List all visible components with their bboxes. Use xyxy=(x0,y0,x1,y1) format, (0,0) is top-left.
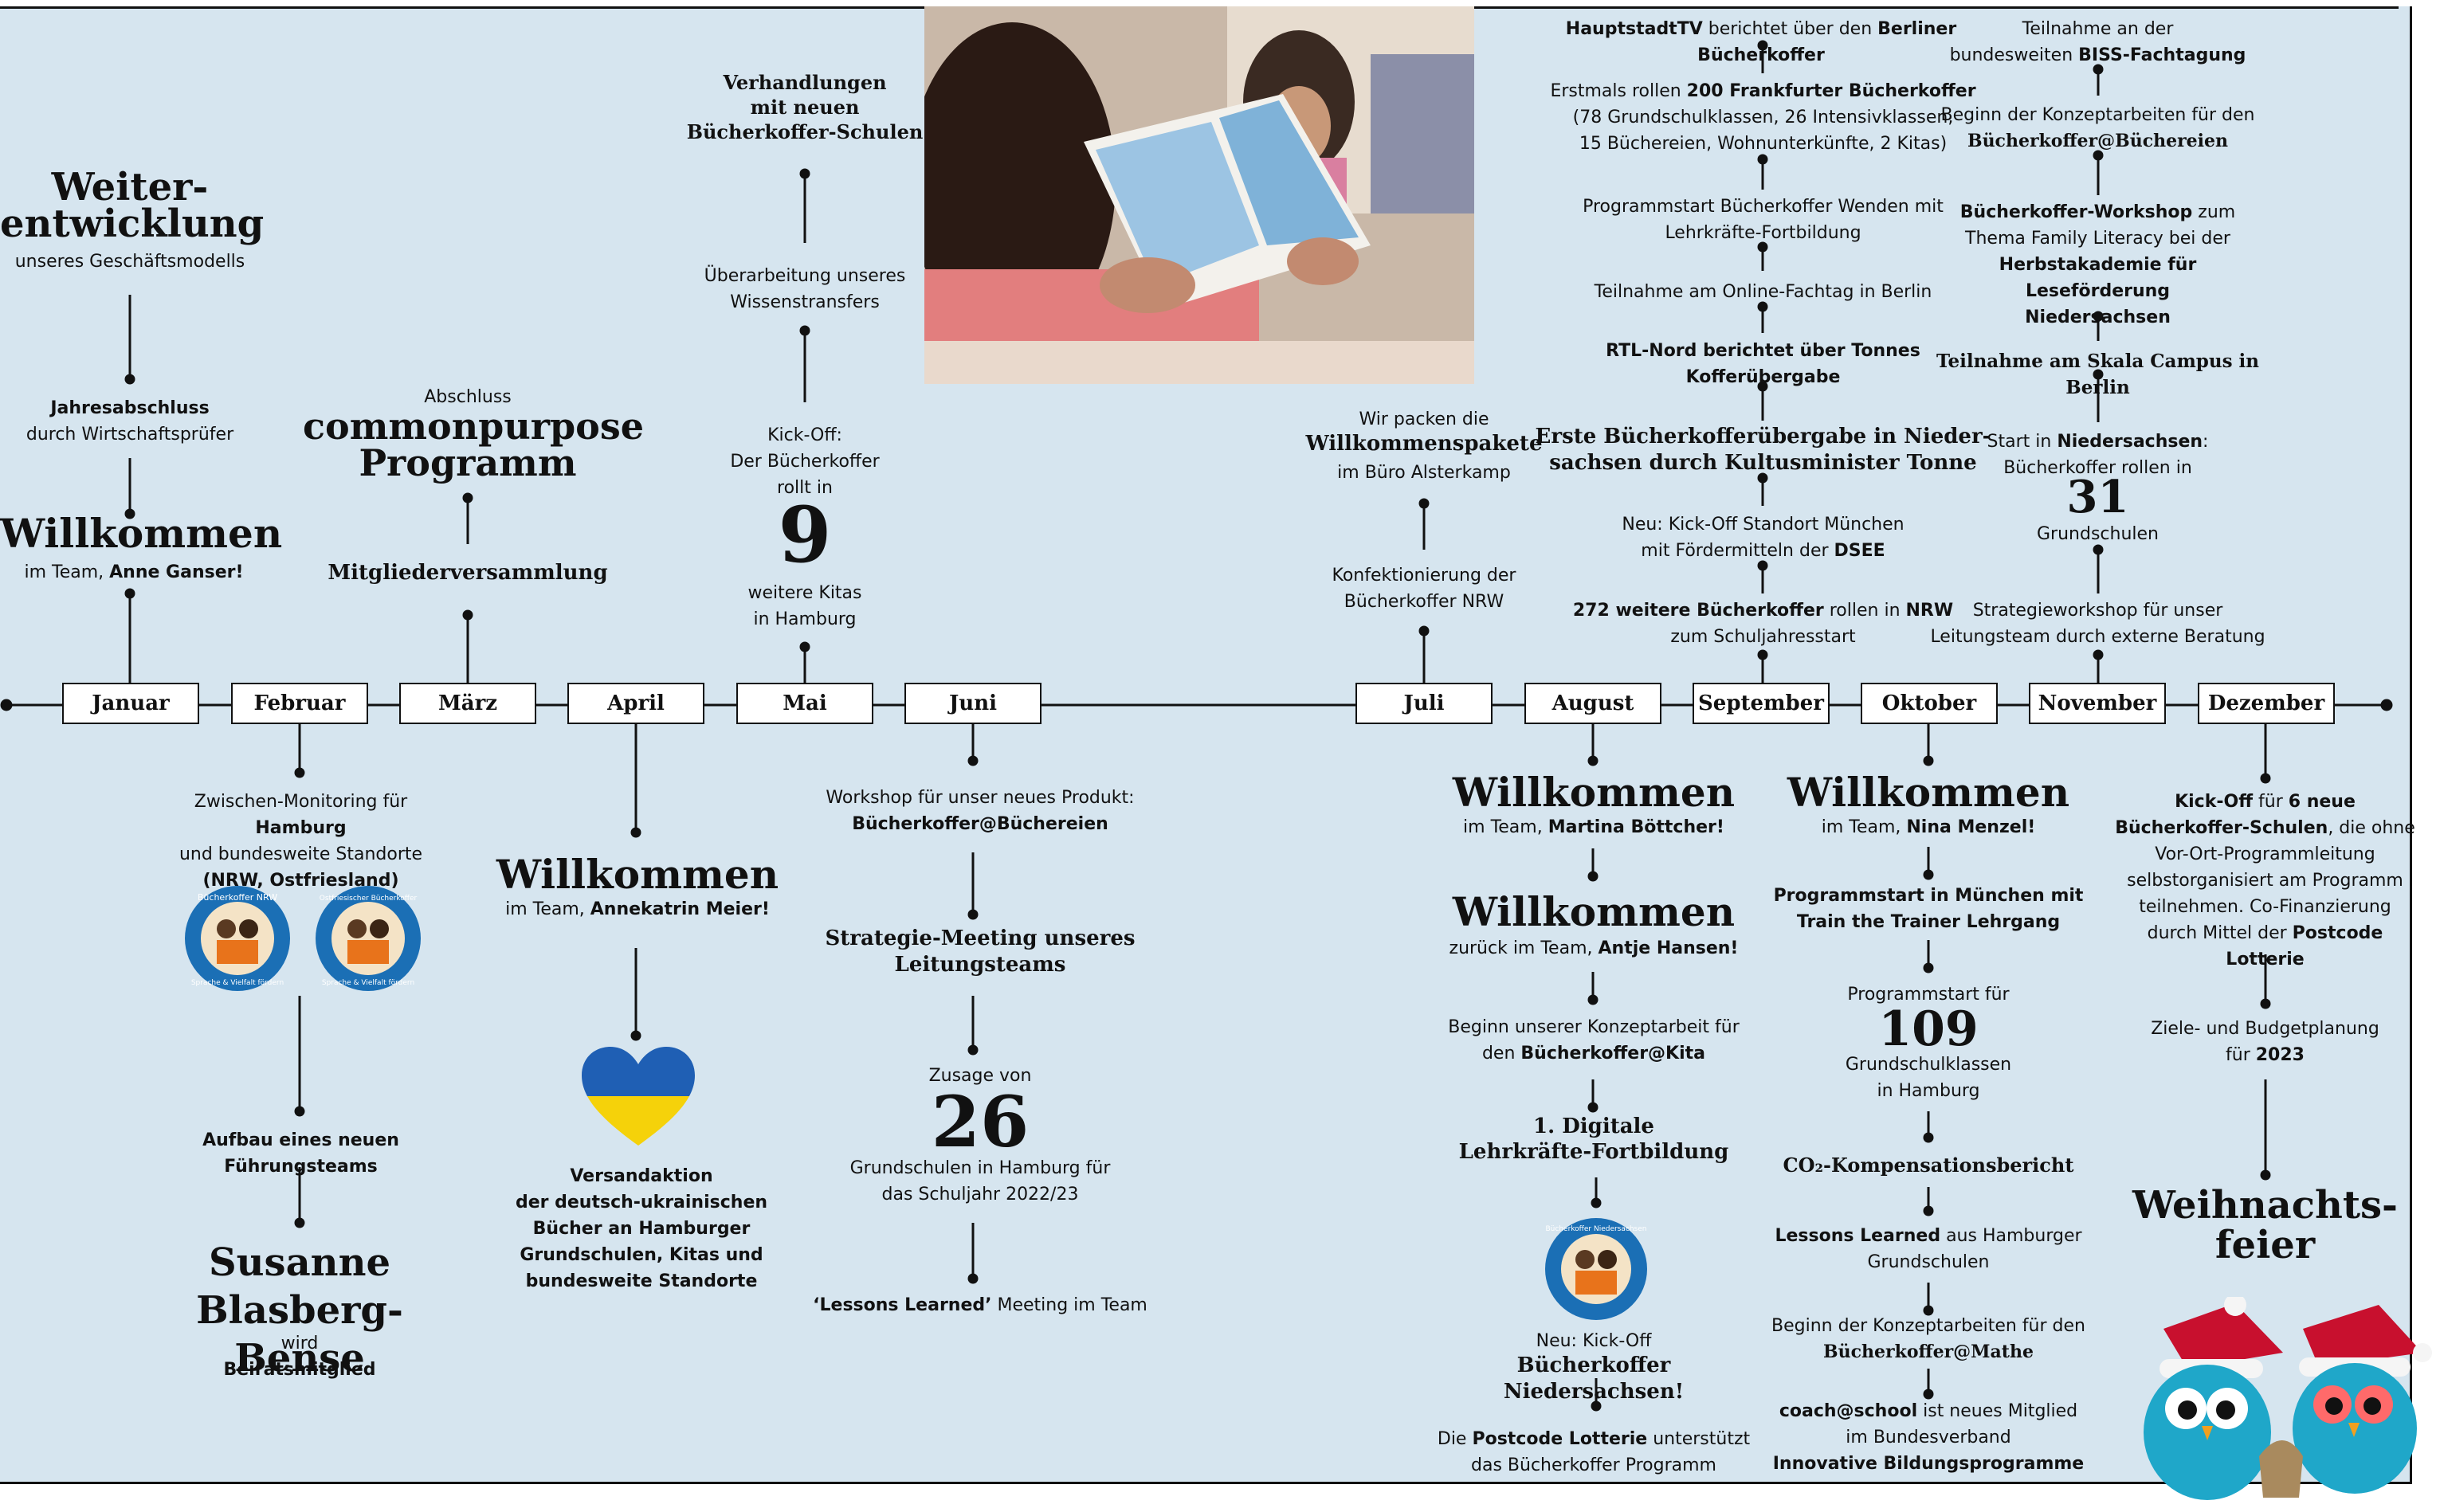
svg-text:Sprache & Vielfalt fördern: Sprache & Vielfalt fördern xyxy=(322,979,414,987)
fuehrungsteam-text: Aufbau eines neuen Führungsteams xyxy=(202,1130,399,1177)
konzept-kita-text: Beginn unserer Konzeptarbeit für den Büc… xyxy=(1448,1017,1740,1063)
logo-buecherkoffer-nrw: Bücherkoffer NRW Sprache & Vielfalt förd… xyxy=(185,886,290,991)
month-mai: Mai xyxy=(736,683,873,724)
logo-niedersachsen: Bücherkoffer Niedersachsen xyxy=(1545,1218,1647,1320)
willkommen-oktober: Willkommen xyxy=(1787,769,2070,816)
month-februar: Februar xyxy=(231,683,368,724)
willkommen-januar: Willkommen xyxy=(0,510,283,557)
mathe-text: Beginn der Konzeptarbeiten für den Büche… xyxy=(1771,1316,2085,1362)
muenchen-standort-text: Neu: Kick-Off Standort München mit Förde… xyxy=(1622,515,1905,561)
niedersachsen-kickoff: Bücherkoffer Niedersachsen! xyxy=(1503,1353,1685,1404)
svg-text:Sprache & Vielfalt fördern: Sprache & Vielfalt fördern xyxy=(191,979,284,987)
grundschulen-juni-text: Grundschulen in Hamburg für das Schuljah… xyxy=(849,1158,1111,1205)
month-juni: Juni xyxy=(904,683,1042,724)
co2-bericht: CO₂-Kompensationsbericht xyxy=(1783,1154,2074,1177)
willkommen-august-1: Willkommen xyxy=(1452,769,1736,816)
erste-uebergabe-text: Erste Bücherkofferübergabe in Nieder- sa… xyxy=(1535,425,1991,475)
month-dezember: Dezember xyxy=(2198,683,2335,724)
kickoff-text: Kick-Off: Der Bücherkoffer rollt in xyxy=(730,425,880,498)
nrw-text: 272 weitere Bücherkoffer rollen in NRW z… xyxy=(1572,601,1954,647)
month-juli: Juli xyxy=(1355,683,1493,724)
oktober-number: 109 xyxy=(1878,1001,1979,1057)
month-maerz: März xyxy=(399,683,536,724)
strategie-meeting-text: Strategie-Meeting unseres Leitungsteams xyxy=(825,926,1136,977)
hauptstadt-text: HauptstadtTV berichtet über den Berliner… xyxy=(1565,19,1957,65)
coach-text: coach@school ist neues Mitglied im Bunde… xyxy=(1772,1401,2085,1474)
packen-text: Wir packen die xyxy=(1359,409,1489,429)
abschluss-text: Abschluss xyxy=(424,387,512,407)
mai-number: 9 xyxy=(778,490,832,580)
workshop-text: Workshop für unser neues Produkt: Bücher… xyxy=(826,788,1135,834)
monitoring-text: Zwischen-Monitoring für Hamburg und bund… xyxy=(178,792,423,891)
grundschulklassen-text: Grundschulklassen in Hamburg xyxy=(1845,1055,2012,1101)
online-fachtag-text: Teilnahme am Online-Fachtag in Berlin xyxy=(1594,282,1932,302)
team-august-1: im Team, Martina Böttcher! xyxy=(1463,817,1724,837)
month-november: November xyxy=(2029,683,2166,724)
niedersachsen-start-text: Start in Niedersachsen: Bücherkoffer rol… xyxy=(1987,432,2209,478)
buechereien-konzept-text: Beginn der Konzeptarbeiten für den Büche… xyxy=(1940,105,2255,151)
month-august: August xyxy=(1524,683,1661,724)
lessons-learned-juni: ‘Lessons Learned’ Meeting im Team xyxy=(813,1295,1147,1315)
skala-campus-text: Teilnahme am Skala Campus in Berlin xyxy=(1936,351,2259,398)
logo-ostfriesland: Ostfriesischer Bücherkoffer Sprache & Vi… xyxy=(316,886,421,991)
willkommen-april: Willkommen xyxy=(496,851,779,898)
versandaktion-text: Versandaktion der deutsch-ukrainischen B… xyxy=(515,1166,768,1291)
svg-text:Bücherkoffer Niedersachsen: Bücherkoffer Niedersachsen xyxy=(1546,1225,1647,1233)
muenchen-programmstart: Programmstart in München mit Train the T… xyxy=(1773,886,2084,932)
november-number: 31 xyxy=(2066,471,2129,523)
svg-text:Bücherkoffer NRW: Bücherkoffer NRW xyxy=(198,892,277,903)
willkommen-august-2: Willkommen xyxy=(1452,888,1736,935)
frankfurt-text: Erstmals rollen 200 Frankfurter Bücherko… xyxy=(1550,81,1976,154)
weiterentwicklung-title: Weiter- entwicklung xyxy=(0,165,265,246)
neu-kickoff-text: Neu: Kick-Off xyxy=(1536,1331,1652,1351)
team-oktober: im Team, Nina Menzel! xyxy=(1821,817,2036,837)
rtl-text: RTL-Nord berichtet über Tonnes Kofferübe… xyxy=(1606,341,1920,387)
weiterentwicklung-subtitle: unseres Geschäftsmodells xyxy=(14,252,245,272)
jahresabschluss-text: Jahresabschluss durch Wirtschaftsprüfer xyxy=(25,398,234,445)
mitgliederversammlung: Mitgliederversammlung xyxy=(328,561,608,585)
verhandlungen-text: Verhandlungen mit neuen Bücherkoffer-Sch… xyxy=(686,71,924,143)
reading-child-photo xyxy=(924,6,1474,384)
weihnachtsfeier-title: Weihnachts- feier xyxy=(2132,1183,2398,1267)
programmstart-fuer-text: Programmstart für xyxy=(1847,985,2010,1005)
month-september: September xyxy=(1693,683,1830,724)
postcode-text: Die Postcode Lotterie unterstützt das Bü… xyxy=(1437,1429,1751,1475)
wenden-text: Programmstart Bücherkoffer Wenden mit Le… xyxy=(1583,197,1944,243)
team-januar: im Team, Anne Ganser! xyxy=(24,562,244,582)
konfektion-text: Konfektionierung der Bücherkoffer NRW xyxy=(1332,566,1516,612)
month-oktober: Oktober xyxy=(1861,683,1998,724)
svg-text:Ostfriesischer Bücherkoffer: Ostfriesischer Bücherkoffer xyxy=(320,895,418,903)
team-august-2: zurück im Team, Antje Hansen! xyxy=(1449,938,1739,958)
juni-number: 26 xyxy=(931,1080,1030,1163)
month-januar: Januar xyxy=(62,683,199,724)
willkommenspakete-text: Willkommenspakete xyxy=(1305,432,1543,456)
ueberarbeitung-text: Überarbeitung unseres Wissenstransfers xyxy=(704,266,906,312)
susanne-name: Susanne Blasberg-Bense xyxy=(196,1240,403,1381)
strategieworkshop-text: Strategieworkshop für unser Leitungsteam… xyxy=(1930,601,2265,647)
zusage-text: Zusage von xyxy=(928,1066,1032,1086)
workshop-family-text: Bücherkoffer-Workshop zum Thema Family L… xyxy=(1959,202,2236,327)
buero-text: im Büro Alsterkamp xyxy=(1337,463,1511,483)
ziele-text: Ziele- und Budgetplanung für 2023 xyxy=(2151,1019,2379,1065)
team-april: im Team, Annekatrin Meier! xyxy=(505,899,770,919)
dezember-kickoff-text: Kick-Off für 6 neue Bücherkoffer-Schulen… xyxy=(2115,792,2415,969)
grundschulen-november: Grundschulen xyxy=(2037,524,2159,544)
month-april: April xyxy=(567,683,704,724)
kitas-text: weitere Kitas in Hamburg xyxy=(747,583,862,629)
lessons-oktober: Lessons Learned aus Hamburger Grundschul… xyxy=(1775,1226,2082,1272)
beirat-text: Beiratsmitglied xyxy=(223,1360,376,1380)
digitale-fortbildung: 1. Digitale Lehrkräfte-Fortbildung xyxy=(1458,1114,1729,1164)
wird-text: wird xyxy=(280,1334,319,1353)
commonpurpose-title: commonpurpose Programm xyxy=(303,405,645,484)
biss-text: Teilnahme an der bundesweiten BISS-Facht… xyxy=(1949,19,2246,65)
owl-mascots-icon xyxy=(2144,1297,2432,1500)
heart-ukraine-icon xyxy=(582,1047,695,1146)
